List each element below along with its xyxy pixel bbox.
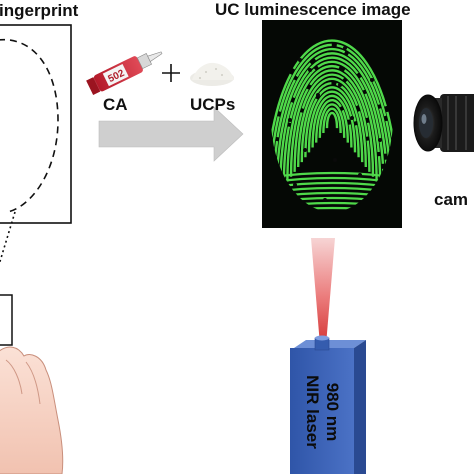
minutia-point xyxy=(288,118,292,122)
minutia-point xyxy=(293,183,297,187)
fingerprint-ridge xyxy=(282,60,382,187)
fingerprint-ridge xyxy=(293,73,371,172)
pointer-dotted-line xyxy=(0,211,16,265)
fingerprint-panel xyxy=(0,24,72,265)
fingerprint-ridge xyxy=(315,99,349,143)
minutia-point xyxy=(343,46,347,50)
minutia-point xyxy=(338,83,342,87)
ucps-label: UCPs xyxy=(190,95,236,114)
plus-icon xyxy=(162,64,180,82)
fingerprint-ridge xyxy=(279,56,385,192)
powder-pile-icon xyxy=(190,62,234,86)
laser-beam xyxy=(311,238,335,345)
uc-image-title: UC luminescence image xyxy=(215,0,411,19)
minutia-point xyxy=(323,198,327,202)
fingerprint-ridge xyxy=(297,77,367,167)
minutia-point xyxy=(350,116,354,120)
ca-label: CA xyxy=(103,95,128,114)
nir-laser-device xyxy=(290,335,366,474)
fingerprint-ridge xyxy=(325,111,339,129)
minutia-point xyxy=(333,158,337,162)
process-arrow xyxy=(98,106,244,162)
minutia-point xyxy=(370,78,374,82)
laser-text: 980 nm NIR laser xyxy=(292,352,352,472)
fingerprint-label: ingerprint xyxy=(0,1,79,20)
glue-tube-icon: 502 xyxy=(86,51,163,95)
camera-lens-icon xyxy=(413,94,474,152)
minutia-point xyxy=(358,173,362,177)
laser-type-label: NIR laser xyxy=(303,375,322,449)
minutia-point xyxy=(303,148,307,152)
minutia-point xyxy=(298,58,302,62)
camera-label: cam xyxy=(434,190,469,209)
hand-illustration xyxy=(0,294,64,474)
fingerprint-ridge xyxy=(289,69,375,177)
uc-luminescence-image xyxy=(262,20,402,228)
minutia-point xyxy=(378,138,382,142)
fingerprint-ridge xyxy=(318,103,346,138)
fingerprint-ridge xyxy=(300,82,364,163)
fingerprint-ridge xyxy=(322,107,342,133)
minutia-point xyxy=(316,93,320,97)
fingerprint-ridge xyxy=(307,90,357,153)
fingerprint-ridge xyxy=(286,64,378,182)
fingerprint-ridge xyxy=(304,86,360,158)
fingerprint-ridge xyxy=(311,94,353,148)
minutia-point xyxy=(308,68,312,72)
laser-wavelength-label: 980 nm xyxy=(323,382,342,442)
fingerprint-ridge xyxy=(271,48,393,202)
finger-outline-dashed xyxy=(0,38,59,213)
fingerprint-ridge xyxy=(271,43,393,206)
fingerprint-ridge xyxy=(275,52,389,197)
fingerprint-ridge xyxy=(271,39,393,211)
